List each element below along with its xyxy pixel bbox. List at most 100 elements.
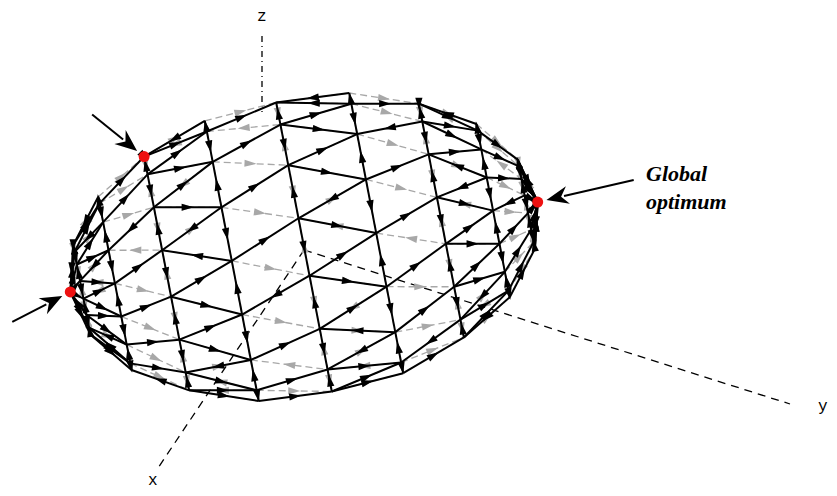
front-edge bbox=[387, 287, 396, 332]
arrowhead bbox=[182, 204, 194, 211]
front-edge bbox=[505, 230, 531, 272]
arrowhead bbox=[115, 176, 126, 187]
arrowhead bbox=[515, 261, 524, 273]
arrowhead bbox=[162, 267, 169, 279]
front-edge bbox=[276, 93, 349, 103]
arrowhead bbox=[456, 182, 468, 190]
arrowhead bbox=[149, 353, 161, 361]
arrowhead bbox=[264, 264, 276, 271]
back-edge bbox=[73, 203, 99, 245]
arrowhead bbox=[443, 122, 455, 129]
arrowhead bbox=[361, 380, 374, 387]
front-edge bbox=[70, 292, 90, 334]
back-edge bbox=[280, 125, 357, 135]
arrowhead bbox=[316, 147, 328, 155]
back-edge bbox=[366, 179, 437, 197]
front-edge bbox=[401, 320, 460, 363]
callouts bbox=[12, 115, 633, 322]
front-edge bbox=[103, 174, 147, 222]
front-edge bbox=[481, 149, 519, 166]
arrowhead bbox=[522, 174, 530, 186]
back-edge bbox=[332, 373, 403, 391]
front-edge bbox=[179, 340, 250, 360]
back-edge bbox=[288, 134, 357, 165]
front-edge bbox=[213, 162, 222, 207]
arrowhead bbox=[467, 240, 479, 247]
arrowhead bbox=[327, 375, 334, 387]
back-edge bbox=[179, 315, 242, 340]
arrowhead bbox=[222, 228, 229, 240]
arrowhead bbox=[68, 262, 75, 274]
front-edge bbox=[130, 363, 185, 372]
back-edge bbox=[171, 261, 232, 297]
front-edge bbox=[242, 315, 251, 360]
back-edge bbox=[186, 360, 251, 373]
front-edge bbox=[508, 242, 533, 291]
front-edge bbox=[320, 287, 387, 329]
arrowhead bbox=[331, 221, 343, 228]
arrowhead bbox=[336, 251, 348, 260]
front-edge bbox=[189, 390, 259, 401]
arrowhead bbox=[105, 342, 116, 353]
front-edge bbox=[288, 165, 298, 218]
front-edge bbox=[464, 297, 510, 337]
arrowhead bbox=[240, 140, 252, 149]
back-edge bbox=[154, 207, 162, 250]
axis-label: x bbox=[148, 472, 158, 490]
vertex-dot bbox=[65, 286, 76, 297]
arrowhead bbox=[361, 380, 374, 387]
arrowhead bbox=[485, 187, 492, 199]
axis-label: y bbox=[818, 398, 828, 416]
arrowhead bbox=[307, 93, 319, 100]
arrowhead bbox=[508, 234, 520, 242]
arrowhead bbox=[280, 138, 287, 150]
back-edge bbox=[454, 244, 499, 287]
front-edge bbox=[154, 162, 213, 207]
back-edge bbox=[487, 177, 525, 195]
back-edge bbox=[162, 250, 171, 296]
arrowhead bbox=[299, 240, 306, 252]
front-edge bbox=[148, 131, 207, 174]
arrowhead bbox=[479, 289, 490, 300]
front-edge bbox=[186, 373, 257, 391]
arrowhead bbox=[346, 305, 358, 314]
back-edge bbox=[357, 134, 428, 154]
arrowhead bbox=[178, 350, 185, 362]
back-edge bbox=[298, 179, 365, 218]
arrowhead bbox=[309, 112, 322, 119]
arrowhead bbox=[85, 230, 96, 241]
front-edge bbox=[73, 203, 99, 245]
back-edge bbox=[80, 250, 109, 281]
arrowhead bbox=[498, 174, 510, 181]
front-edge bbox=[207, 103, 276, 132]
axes bbox=[158, 36, 790, 468]
arrowhead bbox=[458, 199, 471, 206]
arrowhead bbox=[187, 222, 199, 232]
arrowhead bbox=[467, 240, 479, 247]
back-edge bbox=[70, 292, 90, 334]
axis-label: z bbox=[257, 8, 267, 26]
back-edge bbox=[115, 283, 171, 296]
arrowhead bbox=[119, 324, 126, 336]
back-edge bbox=[376, 233, 446, 244]
arrowhead bbox=[278, 342, 290, 350]
back-edge bbox=[83, 283, 114, 298]
arrowhead bbox=[146, 184, 153, 196]
mesh bbox=[68, 92, 540, 401]
callout-arrowhead bbox=[39, 296, 63, 314]
back-edge bbox=[242, 315, 251, 360]
front-edge bbox=[259, 391, 332, 401]
front-edge bbox=[280, 104, 351, 125]
back-edge bbox=[154, 162, 213, 207]
arrowhead bbox=[212, 362, 224, 369]
arrowhead bbox=[312, 296, 319, 308]
arrowhead bbox=[244, 160, 256, 167]
arrowhead bbox=[283, 362, 295, 369]
arrowhead bbox=[386, 303, 393, 315]
back-edge bbox=[351, 104, 422, 122]
front-edge bbox=[446, 244, 454, 287]
arrowhead bbox=[441, 111, 453, 119]
arrowhead bbox=[191, 253, 203, 260]
arrowhead bbox=[445, 130, 457, 138]
back-edge bbox=[171, 297, 242, 315]
